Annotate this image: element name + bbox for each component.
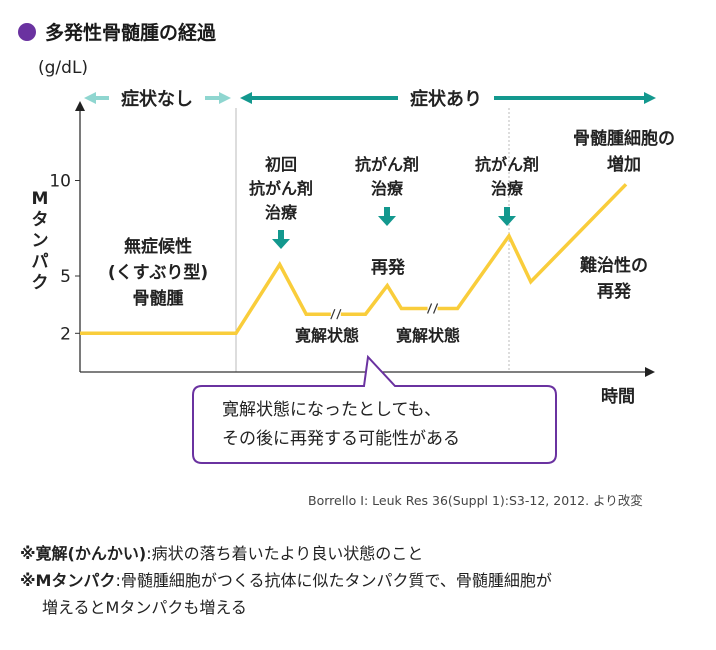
footnote-remission: ※寛解(かんかい):病状の落ち着いたより良い状態のこと (20, 540, 552, 567)
axis-break-mask (330, 309, 341, 320)
y-axis-label-char: パ (32, 252, 49, 272)
callout-text: 寛解状態になったとしても、 その後に再発する可能性がある (222, 396, 460, 454)
second-treatment-label: 治療 (371, 179, 404, 198)
first-treatment-label: 治療 (265, 203, 298, 222)
citation: Borrello I: Leuk Res 36(Suppl 1):S3-12, … (308, 493, 643, 508)
first-treatment-label: 抗がん剤 (249, 179, 313, 198)
y-axis-label-char: ク (32, 273, 49, 293)
symptomatic-phase-right-arrowhead-icon (644, 92, 656, 104)
second-treatment-label: 抗がん剤 (355, 155, 419, 174)
second-treatment-arrow-shaft (384, 207, 390, 217)
footnote-term: ※Mタンパク (20, 571, 116, 590)
third-treatment-label: 抗がん剤 (475, 155, 539, 174)
third-treatment-arrow-shaft (504, 207, 510, 217)
third-treatment-label: 治療 (491, 179, 524, 198)
refractory-relapse-label: 難治性の (580, 255, 648, 276)
remission-label: 寛解状態 (396, 326, 460, 345)
relapse-label: 再発 (371, 257, 406, 278)
second-treatment-arrow-head-icon (378, 216, 396, 226)
symptomatic-phase-left-arrowhead-icon (240, 92, 252, 104)
first-treatment-arrow-shaft (278, 230, 284, 240)
smoldering-myeloma-label: 無症候性 (124, 236, 192, 257)
third-treatment-arrow-head-icon (498, 216, 516, 226)
axis-break-mark (330, 308, 336, 320)
y-tick-label: 5 (60, 267, 71, 287)
footnote-continuation: 増えるとMタンパクも増える (42, 598, 247, 617)
callout-bubble (192, 354, 557, 464)
bullet-dot-icon (18, 22, 36, 41)
refractory-relapse-label: 再発 (597, 281, 632, 302)
y-axis-unit: (g/dL) (38, 58, 89, 78)
y-tick-label: 2 (60, 324, 71, 344)
asymptomatic-phase-right-arrowhead-icon (219, 92, 231, 104)
y-axis-label-char: タ (32, 210, 49, 230)
asymptomatic-phase-label: 症状なし (121, 88, 193, 110)
y-axis-label-char: M (32, 189, 49, 209)
footnote-definition: :病状の落ち着いたより良い状態のこと (146, 544, 424, 563)
first-treatment-arrow-head-icon (272, 239, 290, 249)
callout-line: その後に再発する可能性がある (222, 429, 460, 449)
footnote-definition: :骨髄腫細胞がつくる抗体に似たタンパク質で、骨髄腫細胞が (115, 571, 552, 590)
asymptomatic-phase-left-arrowhead-icon (84, 92, 96, 104)
cell-increase-label: 増加 (607, 154, 641, 175)
chart-title: 多発性骨髄腫の経過 (18, 18, 216, 45)
footnote-term: ※寛解(かんかい) (20, 544, 147, 563)
m-protein-line (80, 183, 628, 336)
axis-break-mark (336, 308, 342, 320)
first-treatment-label: 初回 (265, 155, 297, 174)
chart-svg: 症状なし症状あり 2510Mタンパク時間 無症候性(くすぶり型)骨髄腫初回抗がん… (32, 88, 675, 464)
y-tick-label: 10 (49, 172, 71, 192)
footnote-m-protein: ※Mタンパク:骨髄腫細胞がつくる抗体に似たタンパク質で、骨髄腫細胞が (20, 567, 552, 594)
symptomatic-phase-label: 症状あり (410, 88, 482, 110)
cell-increase-label: 骨髄腫細胞の (573, 128, 675, 149)
smoldering-myeloma-label: 骨髄腫 (133, 288, 184, 309)
axis-break-mark (427, 303, 433, 314)
remission-label: 寛解状態 (295, 326, 359, 345)
chart-title-text: 多発性骨髄腫の経過 (45, 22, 217, 44)
footnotes: ※寛解(かんかい):病状の落ち着いたより良い状態のこと ※Mタンパク:骨髄腫細胞… (20, 540, 552, 621)
axis-break-mark (433, 303, 439, 314)
x-axis-label: 時間 (601, 386, 635, 407)
y-axis-label-char: ン (32, 231, 49, 251)
callout-line: 寛解状態になったとしても、 (222, 400, 442, 420)
smoldering-myeloma-label: (くすぶり型) (108, 262, 208, 283)
axis-break-mask (427, 303, 438, 314)
